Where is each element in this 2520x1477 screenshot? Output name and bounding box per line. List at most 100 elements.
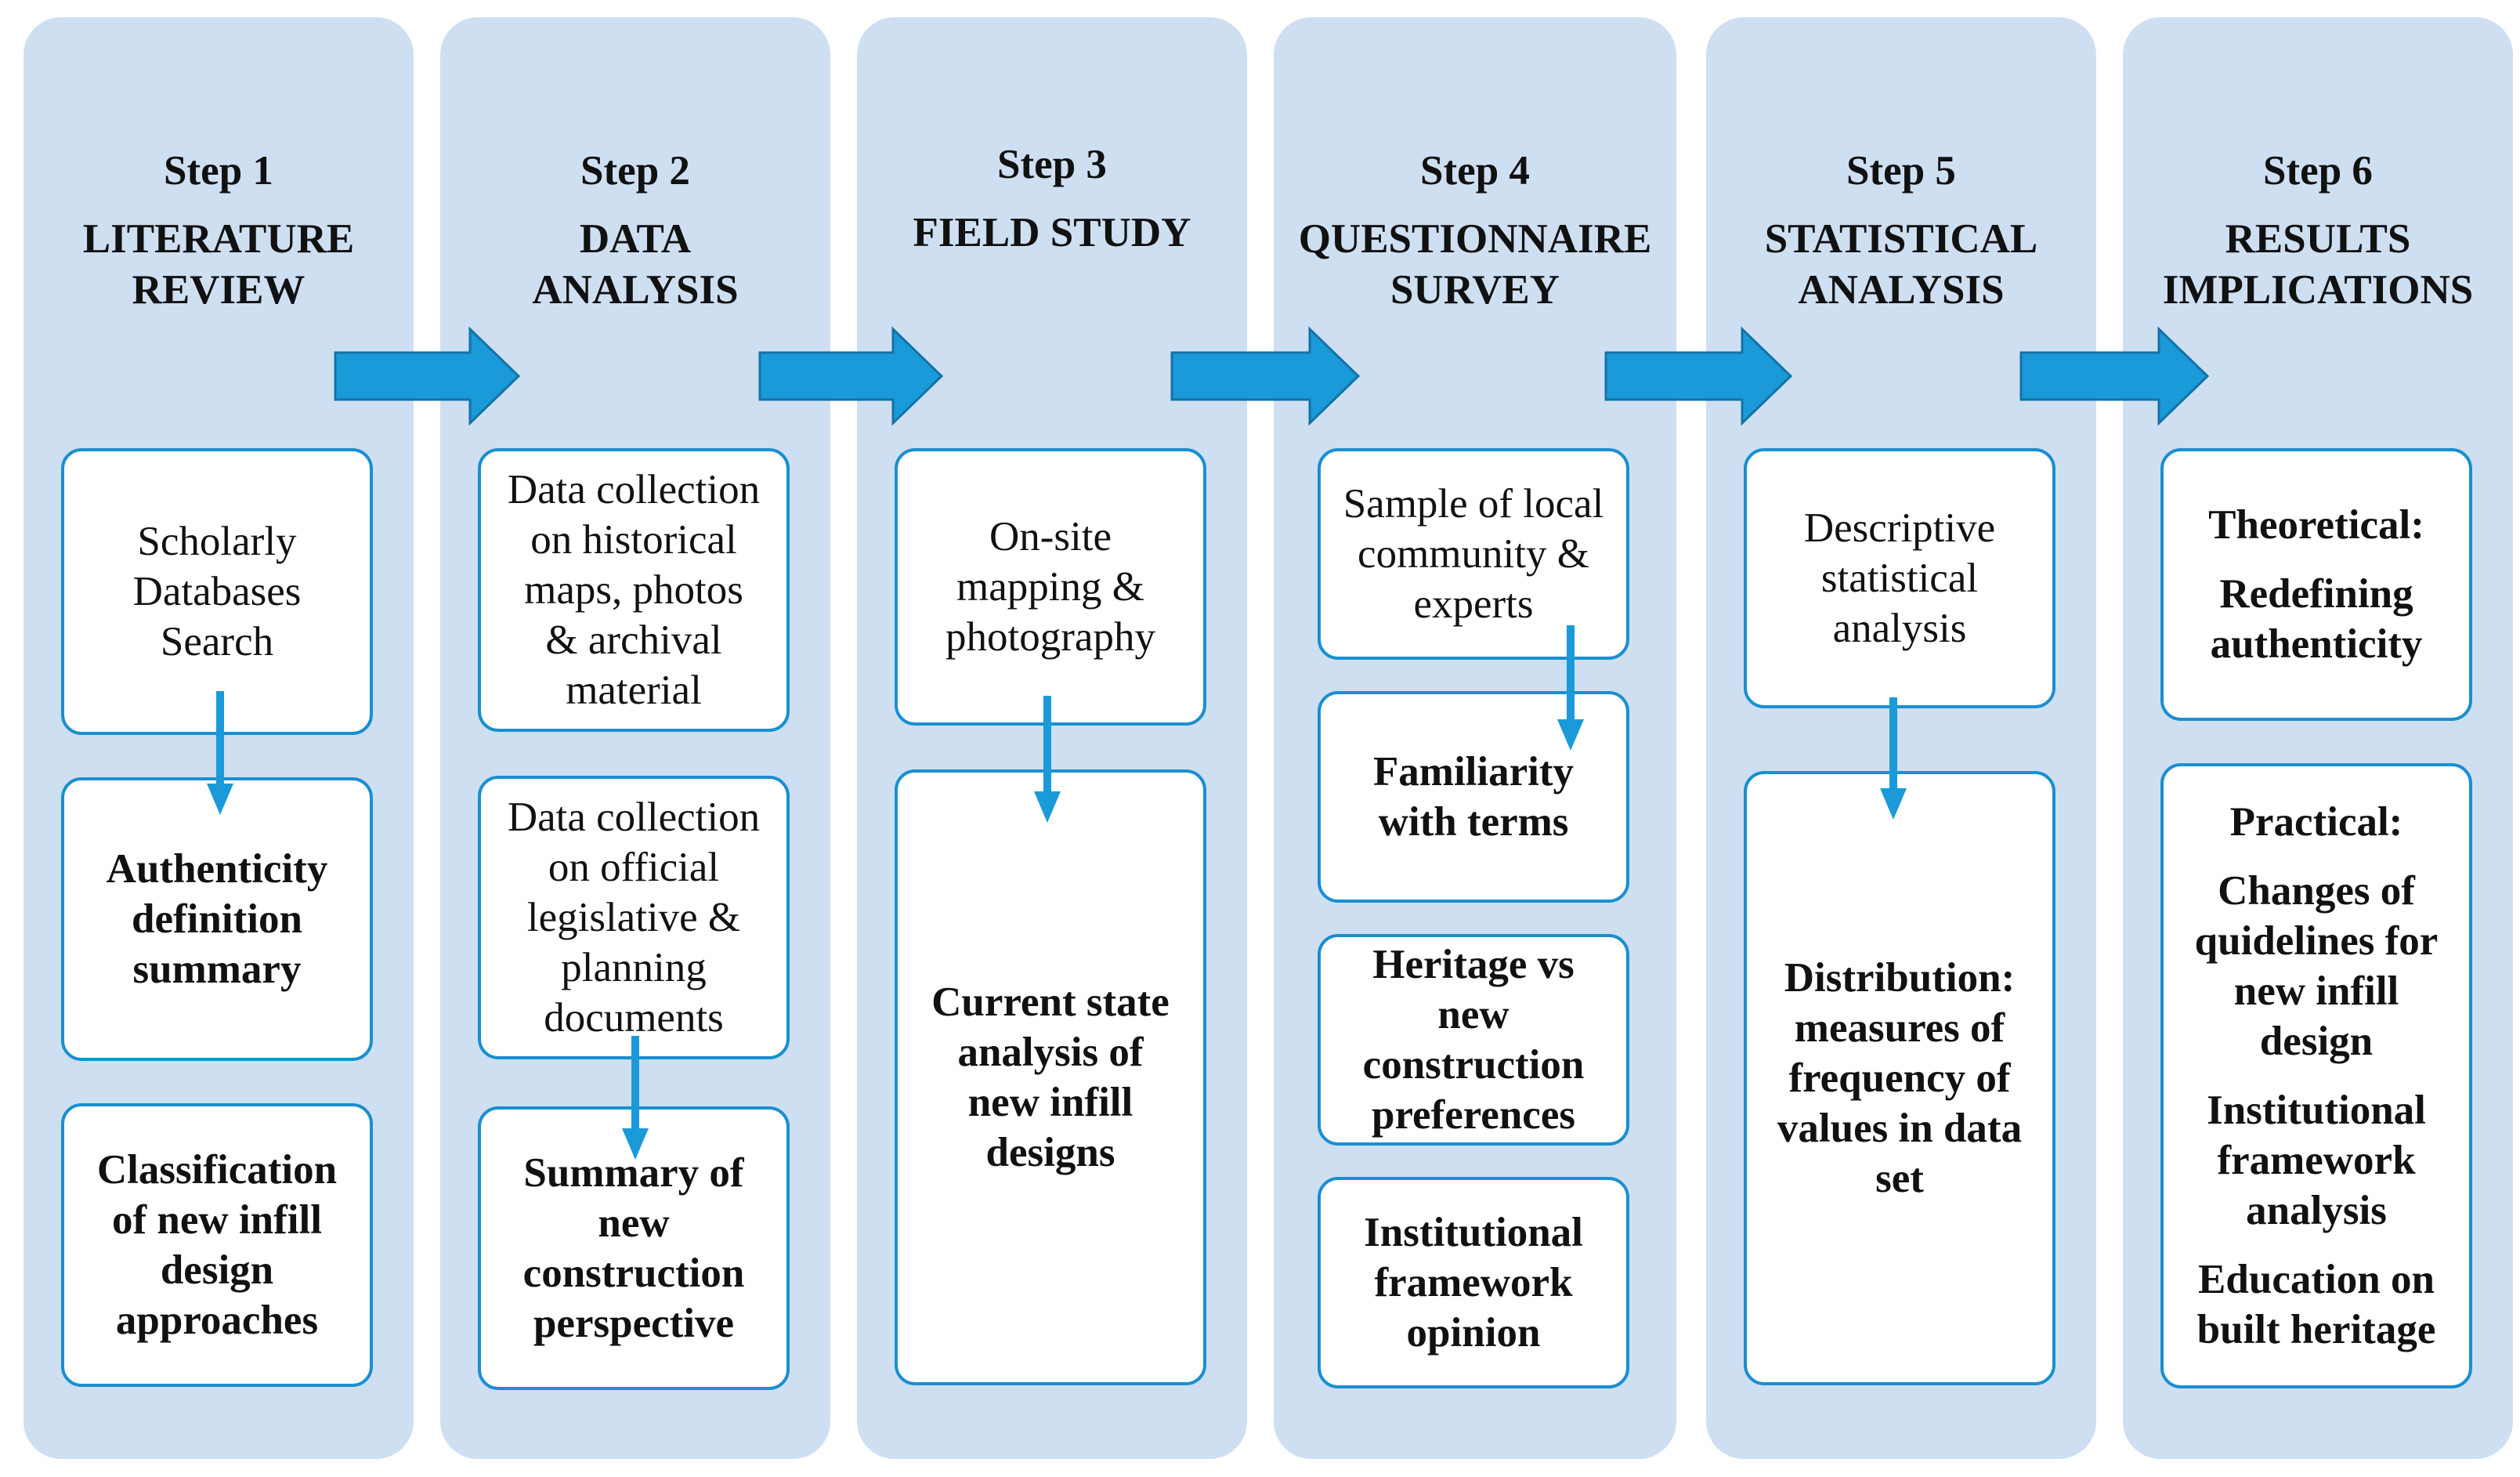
box-text-line: framework xyxy=(1374,1260,1573,1305)
box-text-line: planning xyxy=(561,945,707,990)
box-text-line: design xyxy=(160,1247,274,1293)
step-title-line: ANALYSIS xyxy=(1798,267,2005,313)
step-2-box-1: Data collection on historical maps, phot… xyxy=(478,448,790,732)
step-6-box-1: Theoretical: Redefining authenticity xyxy=(2160,448,2472,721)
box-text-line: definition xyxy=(132,896,302,942)
step-5-box-2: Distribution: measures of frequency of v… xyxy=(1744,771,2055,1385)
step-title-line: LITERATURE xyxy=(82,216,355,262)
step-6-box-2: Practical: Changes of quidelines for new… xyxy=(2160,763,2472,1388)
box-text-line: with terms xyxy=(1378,799,1569,845)
box-text-line: Familiarity xyxy=(1372,749,1575,795)
step-number: Step 2 xyxy=(580,148,690,194)
box-text-line: & archival xyxy=(545,617,722,663)
box-text-line: photography xyxy=(945,614,1155,660)
box-text-line: summary xyxy=(132,947,302,992)
box-text-line: analysis xyxy=(2246,1188,2387,1233)
box-text-line: Authenticity xyxy=(106,846,328,892)
box-text-line: of new infill xyxy=(112,1197,322,1243)
box-text-line: new infill xyxy=(967,1080,1133,1125)
step-title-line: DATA xyxy=(579,216,692,262)
box-text-line: Institutional xyxy=(2207,1088,2426,1133)
step-title-line: REVIEW xyxy=(132,267,306,313)
box-text-line: design xyxy=(2259,1019,2374,1064)
box-text-line: On-site xyxy=(989,514,1112,559)
step-1-box-2: Authenticity definition summary xyxy=(61,777,373,1061)
box-text-line: Theoretical: xyxy=(2208,502,2424,548)
step-5-header: Step 5 STATISTICAL ANALYSIS xyxy=(1706,146,2096,316)
box-text-line: Education on xyxy=(2198,1257,2435,1302)
step-number: Step 4 xyxy=(1420,148,1530,194)
box-text-line: construction xyxy=(1362,1042,1585,1088)
step-title-line: FIELD STUDY xyxy=(913,210,1191,255)
box-text-line: new xyxy=(1437,992,1509,1037)
step-number: Step 5 xyxy=(1846,148,1956,194)
step-title-line: ANALYSIS xyxy=(532,267,739,313)
step-title-line: STATISTICAL xyxy=(1764,216,2038,262)
box-text-line: documents xyxy=(544,995,724,1041)
box-text-line: construction xyxy=(522,1251,745,1296)
box-text-line: analysis xyxy=(1832,606,1967,651)
box-text-line: Institutional xyxy=(1364,1210,1583,1255)
box-text-line: statistical xyxy=(1820,556,1979,601)
box-text-gap xyxy=(2195,1066,2439,1085)
step-1-header: Step 1 LITERATURE REVIEW xyxy=(24,146,414,316)
step-1-box-1: Scholarly Databases Search xyxy=(61,448,373,735)
step-2-box-2: Data collection on official legislative … xyxy=(478,776,790,1059)
box-text-line: Current state xyxy=(931,979,1170,1025)
step-title-line: QUESTIONNAIRE xyxy=(1298,216,1652,262)
box-text-line: mapping & xyxy=(956,564,1144,610)
box-text-line: Changes of xyxy=(2218,868,2415,914)
step-number: Step 1 xyxy=(164,148,273,194)
step-4-box-3: Heritage vs new construction preferences xyxy=(1318,934,1629,1146)
box-text-line: experts xyxy=(1413,581,1534,627)
step-3-header: Step 3 FIELD STUDY xyxy=(857,139,1247,259)
box-text-line: perspective xyxy=(533,1301,735,1346)
step-title-line: IMPLICATIONS xyxy=(2162,267,2474,313)
step-4-box-1: Sample of local community & experts xyxy=(1318,448,1629,660)
box-text-line: legislative & xyxy=(526,895,741,940)
box-text-line: Redefining xyxy=(2219,571,2413,617)
box-text-line: Practical: xyxy=(2229,799,2403,845)
step-4-box-2: Familiarity with terms xyxy=(1318,691,1629,903)
box-text-line: quidelines for xyxy=(2194,918,2439,964)
step-6-header: Step 6 RESULTS IMPLICATIONS xyxy=(2123,146,2513,316)
box-text-line: authenticity xyxy=(2210,621,2423,667)
box-text-line: community & xyxy=(1358,531,1589,577)
step-4-header: Step 4 QUESTIONNAIRE SURVEY xyxy=(1274,146,1676,316)
box-text-line: Data collection xyxy=(507,795,761,840)
box-text-line: built heritage xyxy=(2196,1307,2436,1352)
box-text-line: Sample of local xyxy=(1343,481,1604,527)
box-text-line: preferences xyxy=(1372,1092,1575,1138)
box-text-line: new xyxy=(598,1200,670,1246)
step-1-box-3: Classification of new infill design appr… xyxy=(61,1103,373,1387)
box-text-line: new infill xyxy=(2233,968,2399,1014)
step-title-line: SURVEY xyxy=(1390,267,1560,313)
box-text-line: values in data xyxy=(1777,1106,2023,1151)
box-text-line: opinion xyxy=(1406,1310,1541,1356)
box-text-gap xyxy=(2208,550,2424,569)
box-text-line: maps, photos xyxy=(524,567,743,613)
step-number: Step 6 xyxy=(2263,148,2373,194)
box-text-line: analysis of xyxy=(957,1030,1144,1075)
box-text-line: Descriptive xyxy=(1803,505,1996,551)
box-text-line: on official xyxy=(548,845,720,890)
box-text-gap xyxy=(2195,1236,2439,1254)
box-text-line: Summary of xyxy=(523,1150,744,1196)
step-3-box-2: Current state analysis of new infill des… xyxy=(895,769,1206,1385)
step-title-line: RESULTS xyxy=(2225,216,2411,262)
box-text-line: Distribution: xyxy=(1784,955,2016,1001)
step-2-box-3: Summary of new construction perspective xyxy=(478,1106,790,1390)
box-text-line: Heritage vs xyxy=(1372,942,1575,987)
step-4-box-4: Institutional framework opinion xyxy=(1318,1177,1629,1388)
box-text-gap xyxy=(2195,847,2439,866)
step-number: Step 3 xyxy=(997,142,1107,187)
step-5-box-1: Descriptive statistical analysis xyxy=(1744,448,2055,708)
box-text-line: Scholarly xyxy=(137,519,297,564)
box-text-line: measures of xyxy=(1794,1005,2005,1051)
box-text-line: Classification xyxy=(96,1147,338,1193)
box-text-line: Databases xyxy=(132,569,302,614)
step-3-box-1: On-site mapping & photography xyxy=(895,448,1206,726)
box-text-line: frequency of xyxy=(1788,1055,2011,1101)
box-text-line: framework xyxy=(2217,1138,2416,1183)
